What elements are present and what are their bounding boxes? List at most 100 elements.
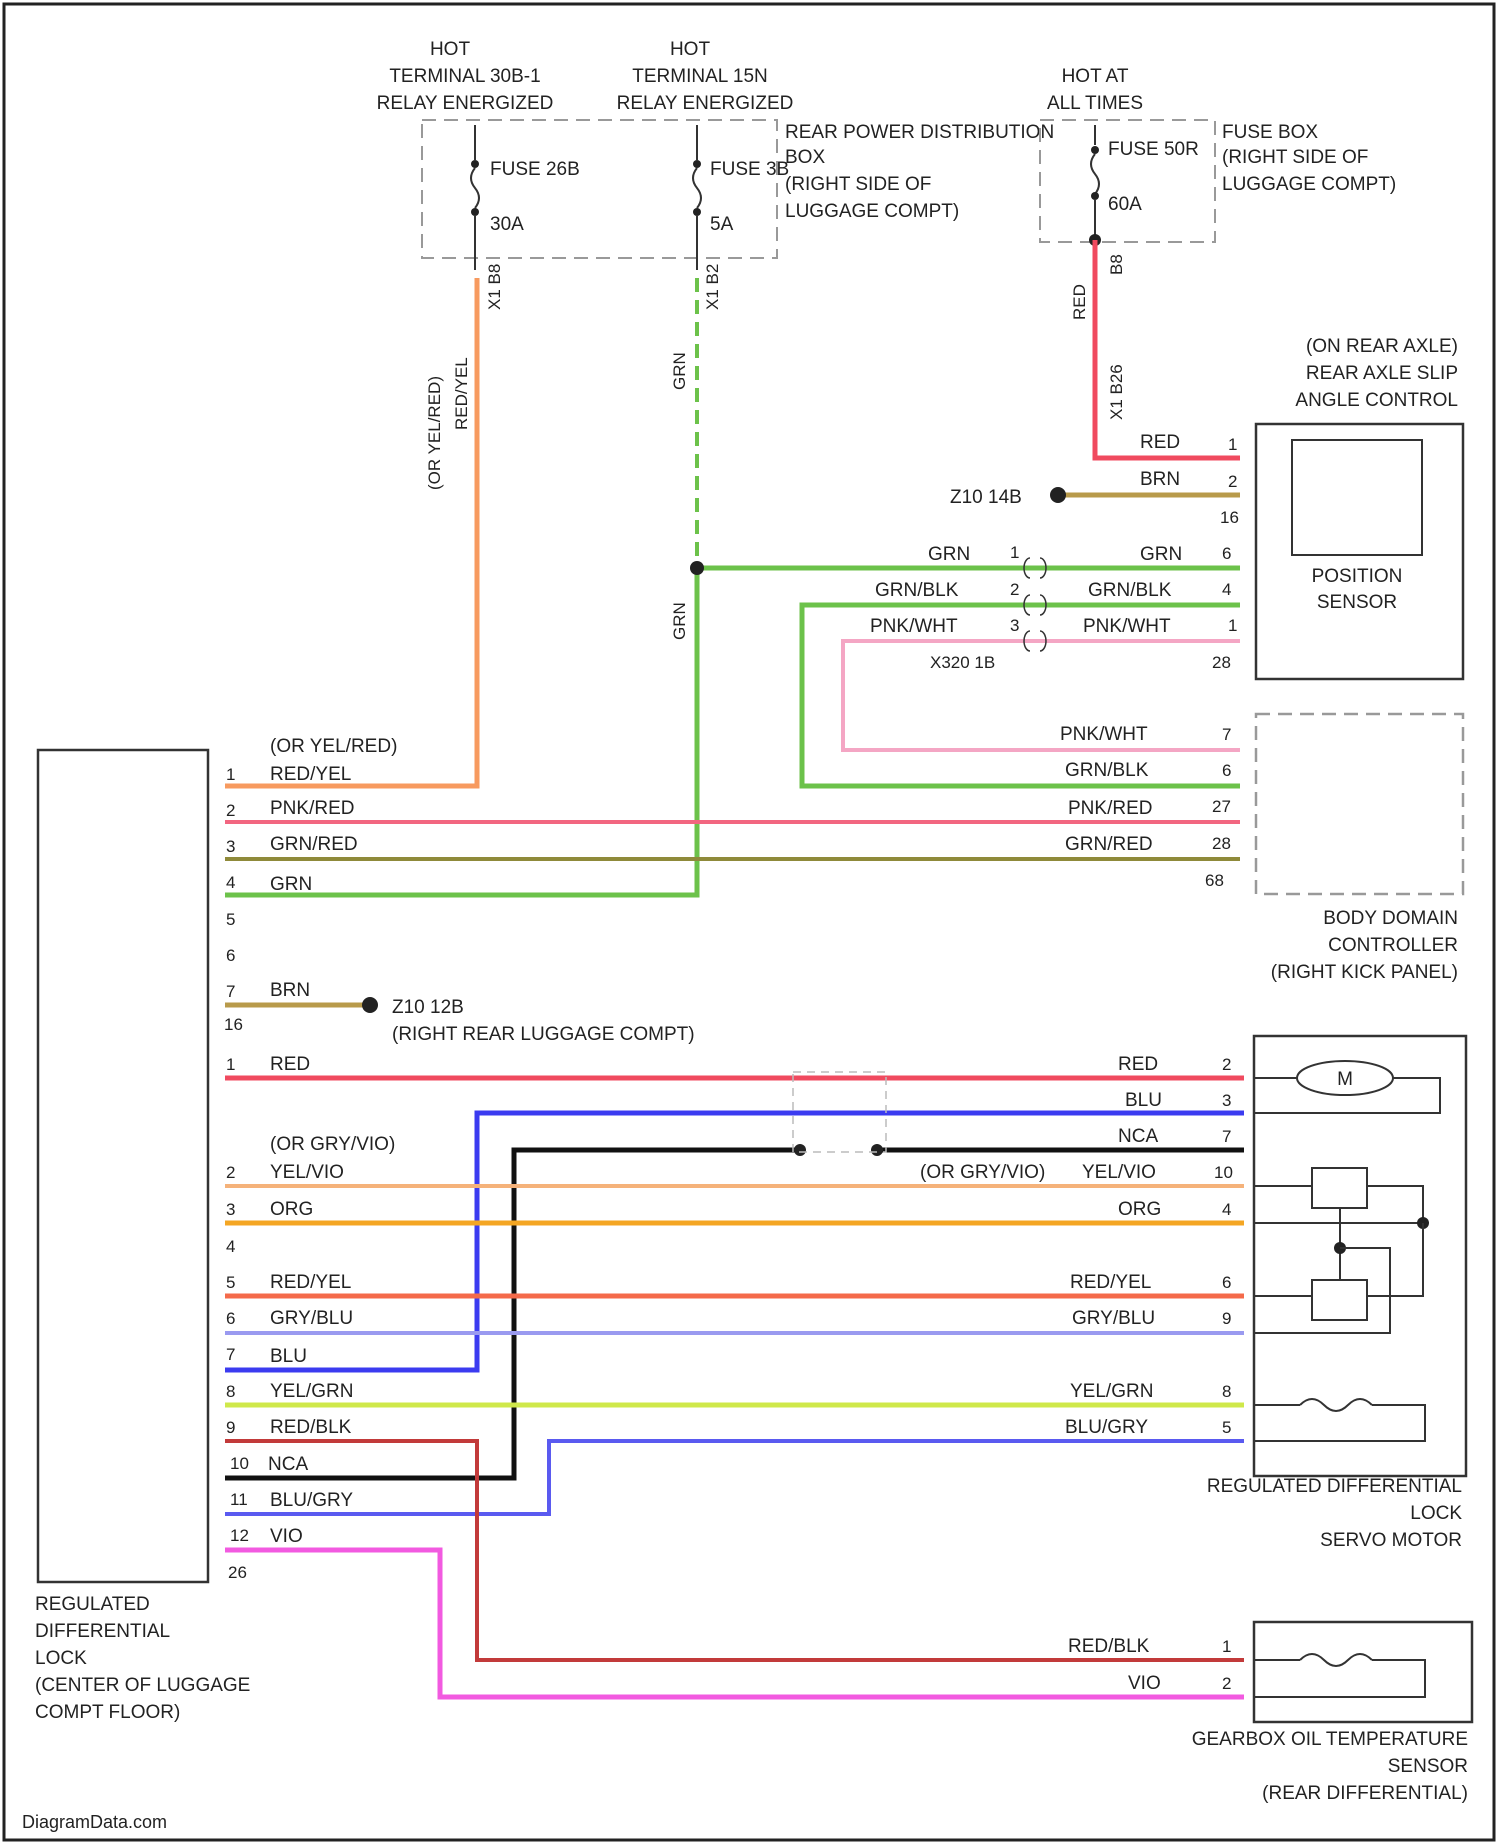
svg-text:2: 2 [226,1163,235,1182]
wire-label-grn-red-bdc: GRN/RED [1065,834,1153,855]
svg-text:DIFFERENTIAL: DIFFERENTIAL [35,1621,170,1642]
svg-text:8: 8 [1222,1382,1231,1401]
svg-text:10: 10 [1214,1163,1233,1182]
svg-text:4: 4 [226,873,235,892]
svg-text:5: 5 [1222,1418,1231,1437]
connector-x1-b26: X1 B26 [1107,364,1126,420]
rdl-connector-a-pins: 1 2 3 4 5 6 7 16 [224,765,243,1034]
wire-label-red-rdl: RED [270,1054,310,1075]
svg-text:HOT: HOT [430,39,471,60]
svg-text:COMPT FLOOR): COMPT FLOOR) [35,1702,180,1723]
source-hot-at-all-times: HOT AT ALL TIMES [1047,66,1143,114]
svg-text:LOCK: LOCK [1410,1503,1462,1524]
svg-text:26: 26 [228,1563,247,1582]
svg-text:X320 1B: X320 1B [930,653,995,672]
wire-label-or-yel-red: (OR YEL/RED) [270,736,397,757]
wire-label-pnk-wht-bdc: PNK/WHT [1060,724,1148,745]
rear-power-distribution-box-label: REAR POWER DISTRIBUTION BOX (RIGHT SIDE … [785,122,1054,222]
position-sensor-pins: 1 2 16 6 4 1 28 [1212,435,1239,672]
wire-label-red-sensor: RED [1140,432,1180,453]
svg-text:1: 1 [1222,1637,1231,1656]
svg-text:16: 16 [224,1015,243,1034]
wire-vio [225,1550,1244,1697]
svg-text:RELAY ENERGIZED: RELAY ENERGIZED [617,93,794,114]
svg-text:BOX: BOX [785,147,825,168]
splice-nca-left [794,1144,806,1156]
svg-text:6: 6 [1222,544,1231,563]
rear-axle-slip-angle-control: (ON REAR AXLE) REAR AXLE SLIP ANGLE CONT… [1256,336,1463,679]
svg-text:ANGLE CONTROL: ANGLE CONTROL [1295,390,1458,411]
svg-text:4: 4 [1222,580,1231,599]
wire-label-grn-red: GRN/RED [270,834,358,855]
ground-location-z10-12b: (RIGHT REAR LUGGAGE COMPT) [392,1024,695,1045]
svg-text:28: 28 [1212,653,1231,672]
wire-label-vio-rdl: VIO [270,1526,303,1547]
svg-text:1: 1 [1228,616,1237,635]
wire-label-red-yel-vertical: RED/YEL [452,357,471,430]
svg-text:POSITION: POSITION [1312,566,1403,587]
svg-text:6: 6 [226,946,235,965]
svg-text:HOT: HOT [670,39,711,60]
svg-text:SENSOR: SENSOR [1317,592,1397,613]
wire-label-grn-blk-bdc: GRN/BLK [1065,760,1149,781]
svg-text:11: 11 [230,1490,248,1509]
svg-text:1: 1 [226,765,235,784]
wire-label-pnk-red-bdc: PNK/RED [1068,798,1152,819]
wire-label-blu-gry-servo: BLU/GRY [1065,1417,1148,1438]
svg-text:(RIGHT SIDE OF: (RIGHT SIDE OF [785,174,931,195]
wire-label-grn-lower: GRN [670,602,689,640]
svg-text:REAR POWER DISTRIBUTION: REAR POWER DISTRIBUTION [785,122,1054,143]
svg-text:7: 7 [1222,725,1231,744]
regulated-differential-lock-module: REGULATED DIFFERENTIAL LOCK (CENTER OF L… [35,750,250,1723]
svg-text:BODY DOMAIN: BODY DOMAIN [1323,908,1458,929]
wire-label-gry-blu-servo: GRY/BLU [1072,1308,1155,1329]
svg-text:6: 6 [226,1309,235,1328]
connector-x1-b2: X1 B2 [703,264,722,310]
ground-z10-12b [362,997,378,1013]
svg-text:3: 3 [1222,1091,1231,1110]
ground-label-z10-12b: Z10 12B [392,997,464,1018]
wire-label-grn-upper: GRN [670,352,689,390]
ground-label-z10-14b: Z10 14B [950,487,1022,508]
fuse-50r: FUSE 50R 60A [1089,125,1199,246]
wire-label-brn-rdl: BRN [270,980,310,1001]
svg-text:REGULATED: REGULATED [35,1594,150,1615]
wire-label-gry-blu-rdl: GRY/BLU [270,1308,353,1329]
wire-label-grn-rdl: GRN [270,874,312,895]
svg-text:FUSE 26B: FUSE 26B [490,159,580,180]
wire-pnk-wht [843,641,1240,750]
wire-label-or-gry-vio-servo: (OR GRY/VIO) [920,1162,1045,1183]
gbx-pins: 1 2 [1222,1637,1231,1693]
svg-text:7: 7 [1222,1127,1231,1146]
svg-text:3: 3 [226,1200,235,1219]
wire-label-or-gry-vio: (OR GRY/VIO) [270,1134,395,1155]
svg-text:16: 16 [1220,508,1239,527]
svg-text:M: M [1337,1069,1353,1090]
regulated-differential-lock-servo-motor: M REGULATED DIFFERENTIAL LOCK SERVO MOTO… [1207,1036,1466,1551]
wire-label-red-blk-gbx: RED/BLK [1068,1636,1150,1657]
svg-text:7: 7 [226,982,235,1001]
svg-text:TERMINAL 15N: TERMINAL 15N [632,66,768,87]
wire-label-red-yel-servo: RED/YEL [1070,1272,1151,1293]
svg-text:LUGGAGE COMPT): LUGGAGE COMPT) [1222,174,1396,195]
svg-text:5: 5 [226,1273,235,1292]
svg-text:(ON REAR AXLE): (ON REAR AXLE) [1306,336,1458,357]
ground-z10-14b [1050,487,1066,503]
svg-text:FUSE 50R: FUSE 50R [1108,139,1199,160]
wire-label-blu-servo: BLU [1125,1090,1162,1111]
svg-text:GEARBOX OIL TEMPERATURE: GEARBOX OIL TEMPERATURE [1192,1729,1468,1750]
body-domain-controller: BODY DOMAIN CONTROLLER (RIGHT KICK PANEL… [1256,714,1463,983]
svg-text:30A: 30A [490,214,524,235]
svg-text:8: 8 [226,1382,235,1401]
svg-text:2: 2 [1222,1674,1231,1693]
svg-text:SERVO MOTOR: SERVO MOTOR [1320,1530,1462,1551]
wire-label-yel-vio: YEL/VIO [270,1162,344,1183]
svg-text:2: 2 [1010,580,1019,599]
svg-text:(RIGHT SIDE OF: (RIGHT SIDE OF [1222,147,1368,168]
wire-label-org-rdl: ORG [270,1199,313,1220]
svg-text:1: 1 [1228,435,1237,454]
connector-b8: B8 [1107,254,1126,275]
wire-label-yel-vio-servo: YEL/VIO [1082,1162,1156,1183]
wire-label-vio-gbx: VIO [1128,1673,1161,1694]
svg-text:4: 4 [1222,1200,1231,1219]
